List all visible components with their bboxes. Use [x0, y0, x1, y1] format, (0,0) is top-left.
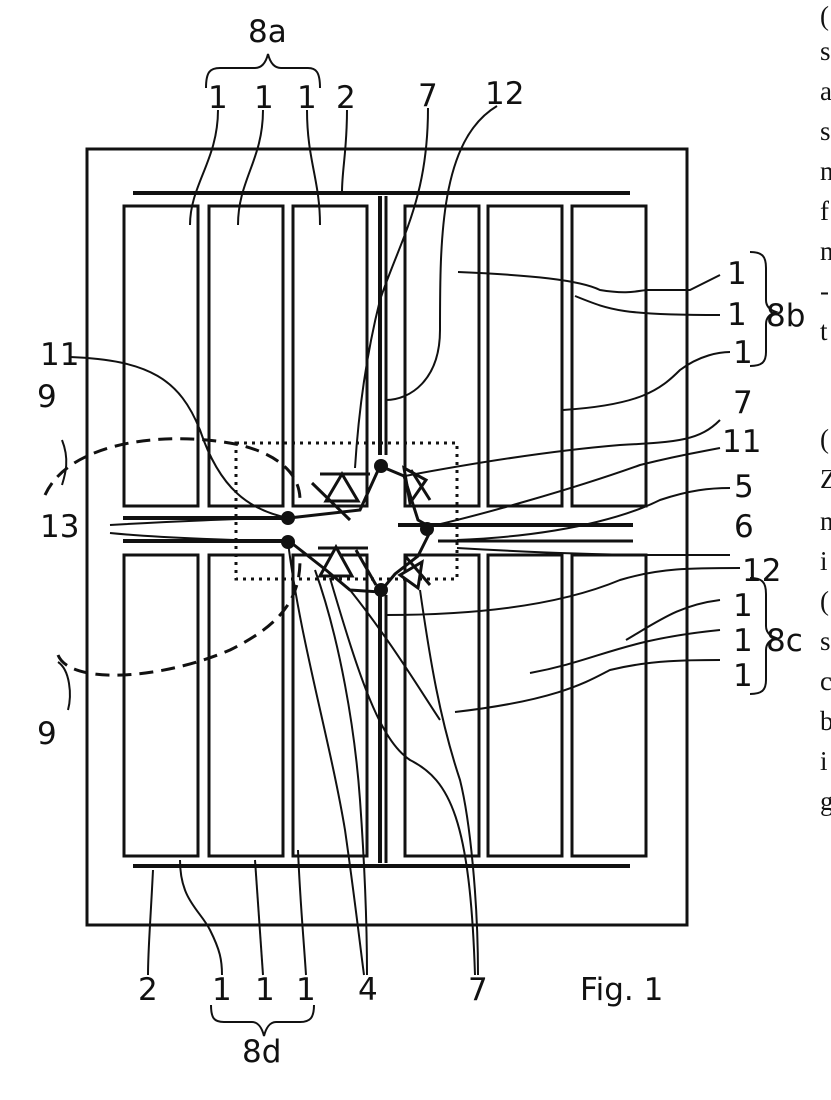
callout-1: 1 — [733, 588, 753, 624]
margin-fragment: a — [820, 76, 831, 106]
margin-fragment: - — [820, 276, 829, 306]
group-label-8d: 8d — [242, 1034, 281, 1070]
solar-cell — [572, 206, 646, 506]
callout-13: 13 — [40, 509, 79, 545]
callout-7: 7 — [733, 385, 753, 421]
solar-cell — [124, 206, 198, 506]
junction-dot — [420, 522, 434, 536]
callout-1: 1 — [727, 256, 747, 292]
margin-text-column: ( s a s n f n - t ( Z n i ( s c b i g — [820, 1, 831, 816]
margin-fragment: s — [820, 116, 831, 146]
solar-cell — [488, 206, 562, 506]
solar-cell — [209, 206, 283, 506]
dashed-loop-lower — [58, 560, 300, 675]
group-label-8b: 8b — [766, 298, 805, 334]
solar-cell — [209, 555, 283, 856]
margin-fragment: c — [820, 666, 831, 696]
callout-1: 1 — [297, 80, 317, 116]
margin-fragment: g — [820, 786, 831, 816]
callout-9: 9 — [37, 379, 57, 415]
junction-dot — [374, 459, 388, 473]
solar-cell — [124, 555, 198, 856]
junction-dot — [374, 583, 388, 597]
margin-fragment: s — [820, 626, 831, 656]
margin-fragment: n — [820, 236, 831, 266]
callout-1: 1 — [254, 80, 274, 116]
margin-fragment: ( — [820, 1, 829, 31]
callout-7: 7 — [418, 78, 438, 114]
figure-caption: Fig. 1 — [580, 972, 663, 1008]
callout-6: 6 — [734, 509, 754, 545]
group-label-8a: 8a — [248, 14, 287, 50]
callout-12: 12 — [485, 76, 524, 112]
solar-cell — [405, 555, 479, 856]
bypass-diodes — [318, 468, 430, 588]
callout-4: 4 — [358, 972, 378, 1008]
margin-fragment: ( — [820, 424, 829, 454]
margin-fragment: n — [820, 156, 831, 186]
callout-5: 5 — [734, 469, 754, 505]
callout-7: 7 — [468, 972, 488, 1008]
callout-12: 12 — [742, 553, 781, 589]
callout-2: 2 — [336, 80, 356, 116]
callout-1: 1 — [733, 658, 753, 694]
solar-cell — [293, 555, 367, 856]
margin-fragment: b — [820, 706, 831, 736]
callout-1: 1 — [296, 972, 316, 1008]
margin-fragment: ( — [820, 586, 829, 616]
callout-1: 1 — [733, 335, 753, 371]
group-label-8c: 8c — [766, 623, 803, 659]
solar-cell — [572, 555, 646, 856]
margin-fragment: n — [820, 506, 831, 536]
callout-2: 2 — [138, 972, 158, 1008]
callout-1: 1 — [727, 297, 747, 333]
callout-1: 1 — [208, 80, 228, 116]
callout-1: 1 — [255, 972, 275, 1008]
dashed-loop-upper — [45, 439, 300, 500]
margin-fragment: i — [820, 546, 828, 576]
margin-fragment: f — [820, 196, 829, 226]
margin-fragment: i — [820, 746, 828, 776]
callout-1: 1 — [212, 972, 232, 1008]
margin-fragment: t — [820, 316, 828, 346]
callout-1: 1 — [733, 623, 753, 659]
callout-9: 9 — [37, 716, 57, 752]
callout-11: 11 — [40, 337, 79, 373]
margin-fragment: s — [820, 36, 831, 66]
margin-fragment: Z — [820, 464, 831, 494]
callout-11: 11 — [722, 424, 761, 460]
